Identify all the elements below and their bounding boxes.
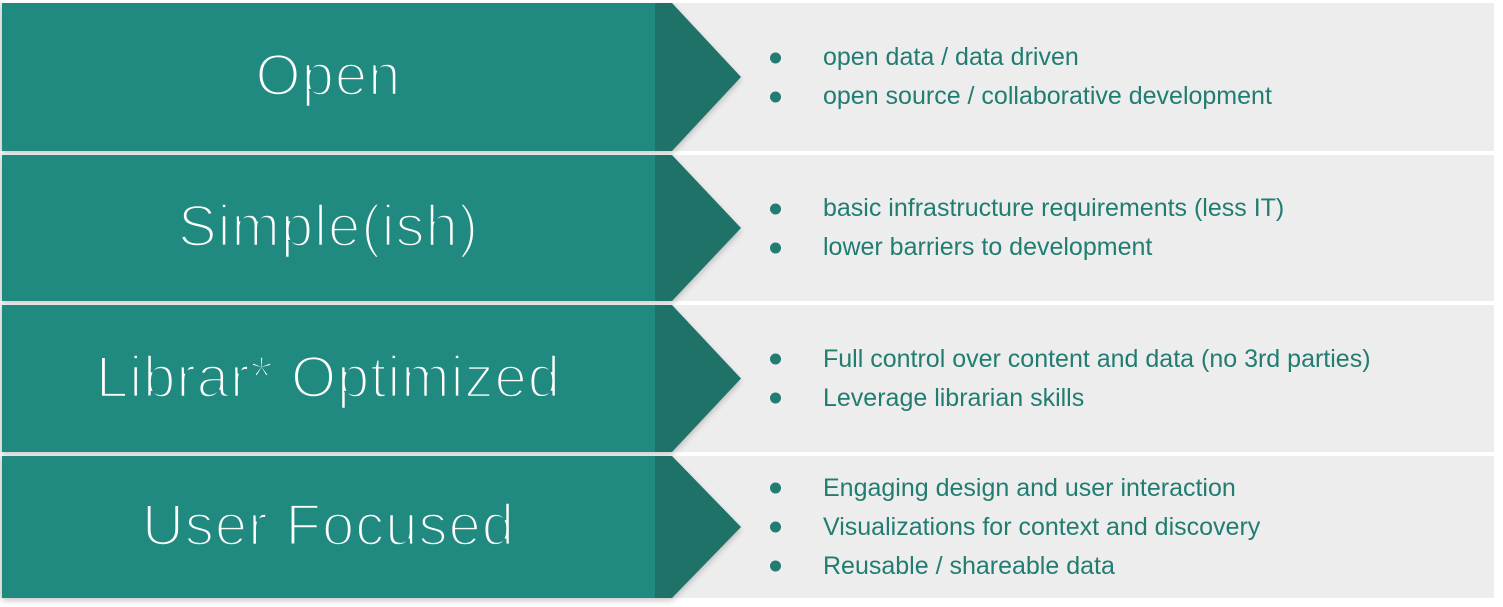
bullet-dot-icon bbox=[770, 482, 781, 494]
bullet-text: Engaging design and user interaction bbox=[823, 473, 1236, 502]
bullet-text: Leverage librarian skills bbox=[823, 383, 1085, 412]
bullet-dot-icon bbox=[770, 560, 781, 572]
bullet-list-user-focused: Engaging design and user interaction Vis… bbox=[770, 456, 1260, 598]
bullet-dot-icon bbox=[770, 203, 781, 214]
bullet-list-librar-optimized: Full control over content and data (no 3… bbox=[770, 305, 1371, 452]
bullet-text: lower barriers to development bbox=[823, 233, 1153, 261]
bullet-dot-icon bbox=[770, 91, 781, 102]
row-user-focused: User Focused Engaging design and user in… bbox=[0, 456, 1494, 598]
bullet-text: open data / data driven bbox=[823, 43, 1079, 71]
arrow-label-librar-optimized: Librar* Optimized bbox=[95, 343, 562, 411]
bullet-item: Reusable / shareable data bbox=[770, 547, 1260, 586]
row-librar-optimized: Librar* Optimized Full control over cont… bbox=[0, 305, 1494, 452]
row-open: Open open data / data driven open source… bbox=[0, 3, 1494, 151]
bullet-text: basic infrastructure requirements (less … bbox=[823, 194, 1285, 222]
arrow-banner-icon bbox=[2, 3, 741, 151]
bullet-item: open data / data driven bbox=[770, 38, 1272, 77]
row-simple: Simple(ish) basic infrastructure require… bbox=[0, 155, 1494, 301]
arrow-shape-open: Open bbox=[2, 3, 741, 151]
arrow-banner-icon bbox=[2, 456, 741, 598]
arrow-shape-user-focused: User Focused bbox=[2, 456, 741, 598]
bullet-text: open source / collaborative development bbox=[823, 82, 1272, 110]
arrow-label-simple: Simple(ish) bbox=[177, 193, 480, 261]
arrow-banner-icon bbox=[2, 155, 741, 301]
bullet-text: Visualizations for context and discovery bbox=[823, 512, 1261, 541]
arrow-label-user-focused: User Focused bbox=[141, 492, 516, 560]
arrow-banner-icon bbox=[2, 305, 741, 452]
bullet-dot-icon bbox=[770, 521, 781, 533]
arrow-shape-librar-optimized: Librar* Optimized bbox=[2, 305, 741, 452]
bullet-dot-icon bbox=[770, 392, 781, 404]
bullet-dot-icon bbox=[770, 353, 781, 365]
arrow-label-open: Open bbox=[254, 42, 402, 110]
bullet-list-simple: basic infrastructure requirements (less … bbox=[770, 155, 1284, 301]
bullet-item: basic infrastructure requirements (less … bbox=[770, 189, 1284, 228]
bullet-dot-icon bbox=[770, 52, 781, 63]
bullet-item: Full control over content and data (no 3… bbox=[770, 340, 1371, 379]
bullet-text: Reusable / shareable data bbox=[823, 551, 1115, 580]
bullet-dot-icon bbox=[770, 242, 781, 253]
arrow-shape-simple: Simple(ish) bbox=[2, 155, 741, 301]
bullet-list-open: open data / data driven open source / co… bbox=[770, 3, 1272, 151]
bullet-item: lower barriers to development bbox=[770, 228, 1284, 267]
bullet-item: open source / collaborative development bbox=[770, 77, 1272, 116]
bullet-text: Full control over content and data (no 3… bbox=[823, 344, 1371, 373]
bullet-item: Engaging design and user interaction bbox=[770, 469, 1260, 508]
bullet-item: Visualizations for context and discovery bbox=[770, 508, 1260, 547]
bullet-item: Leverage librarian skills bbox=[770, 379, 1371, 418]
